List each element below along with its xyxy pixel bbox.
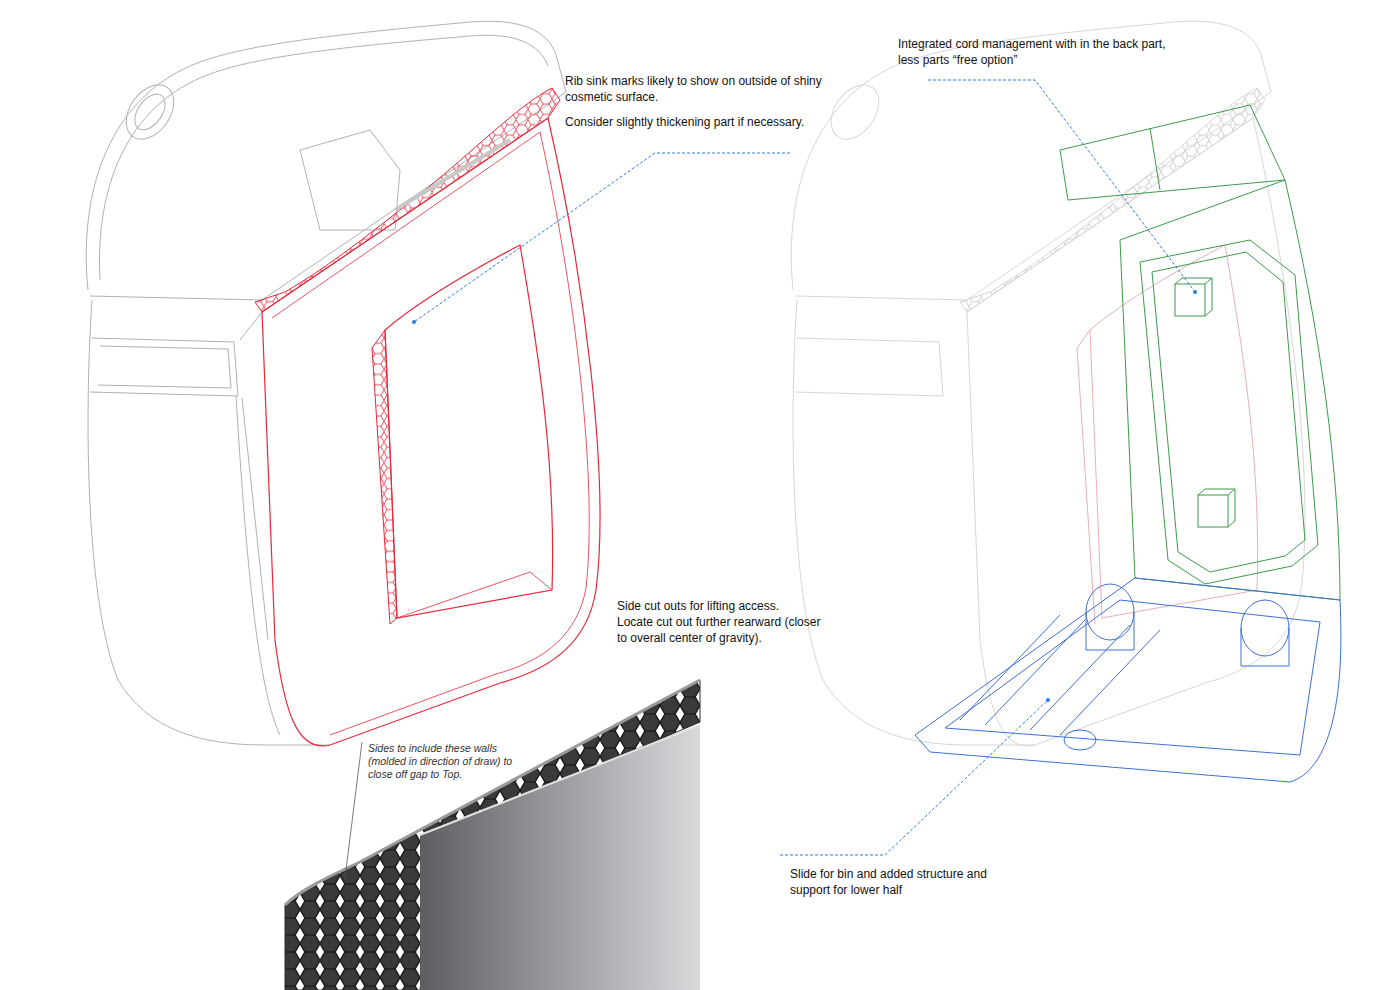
- right-ghost: [791, 21, 1305, 746]
- back-part: [1060, 105, 1340, 600]
- back-panel: [1120, 180, 1340, 600]
- front-edge: [236, 312, 280, 735]
- lid: [86, 21, 566, 300]
- leader-line: [345, 742, 362, 878]
- lid-grip-inner: [129, 89, 172, 136]
- cutout-wall: [372, 330, 397, 624]
- wheel-front: [1064, 730, 1096, 750]
- front-body: [88, 300, 330, 745]
- lid-grip: [116, 76, 183, 148]
- wheel: [1241, 600, 1289, 656]
- wheel: [1086, 584, 1134, 640]
- annotation: Sides to include these walls (molded in …: [368, 742, 523, 781]
- rail: [960, 615, 1160, 735]
- leader-line: [414, 153, 790, 322]
- base-outline: [915, 578, 1341, 782]
- rib-slot: [395, 140, 510, 210]
- close-up-render: [285, 680, 700, 990]
- leader-line: [928, 80, 1195, 292]
- ghost-side: [967, 118, 1305, 746]
- annotation: Side cut outs for lifting access.: [617, 598, 857, 614]
- leaders: [414, 80, 1195, 855]
- cutout: [385, 245, 553, 618]
- front-band: [90, 338, 238, 396]
- cord-hook-face: [1175, 278, 1235, 527]
- side-outline: [262, 118, 600, 746]
- annotation: Consider slightly thickening part if nec…: [565, 114, 865, 130]
- back-top: [1060, 105, 1285, 200]
- wall-band: [285, 680, 700, 990]
- ghost-grip: [821, 76, 888, 148]
- back-inner-2: [1152, 252, 1305, 572]
- back-top-split: [1150, 128, 1160, 190]
- annotation: Rib sink marks likely to show on outside…: [565, 73, 865, 105]
- annotation: Locate cut out further rearward (closer …: [617, 614, 832, 646]
- cutout-floor: [397, 572, 552, 618]
- ghost-front: [793, 300, 1035, 745]
- back-inner: [1140, 240, 1318, 584]
- cord-hook: [1175, 284, 1205, 316]
- side-inner-edge: [272, 132, 589, 735]
- ghost-lid: [791, 21, 1271, 300]
- lid-recess: [300, 130, 400, 230]
- annotation: Slide for bin and added structure and su…: [790, 866, 990, 898]
- annotation: Integrated cord management with in the b…: [898, 36, 1168, 68]
- lid-inner: [99, 35, 548, 280]
- side-panel: [255, 88, 600, 746]
- leader-dot: [412, 320, 416, 324]
- front-band-inner: [98, 346, 231, 388]
- rib-mesh: [255, 88, 560, 312]
- leader-dot: [1193, 290, 1197, 294]
- leader-dot: [1046, 698, 1050, 702]
- wheel-axle: [1086, 612, 1289, 666]
- leader-line: [780, 700, 1048, 855]
- base-slide: [915, 578, 1341, 782]
- left-housing: [86, 21, 566, 745]
- cord-hook: [1198, 495, 1228, 527]
- ghost-mesh: [960, 88, 1265, 312]
